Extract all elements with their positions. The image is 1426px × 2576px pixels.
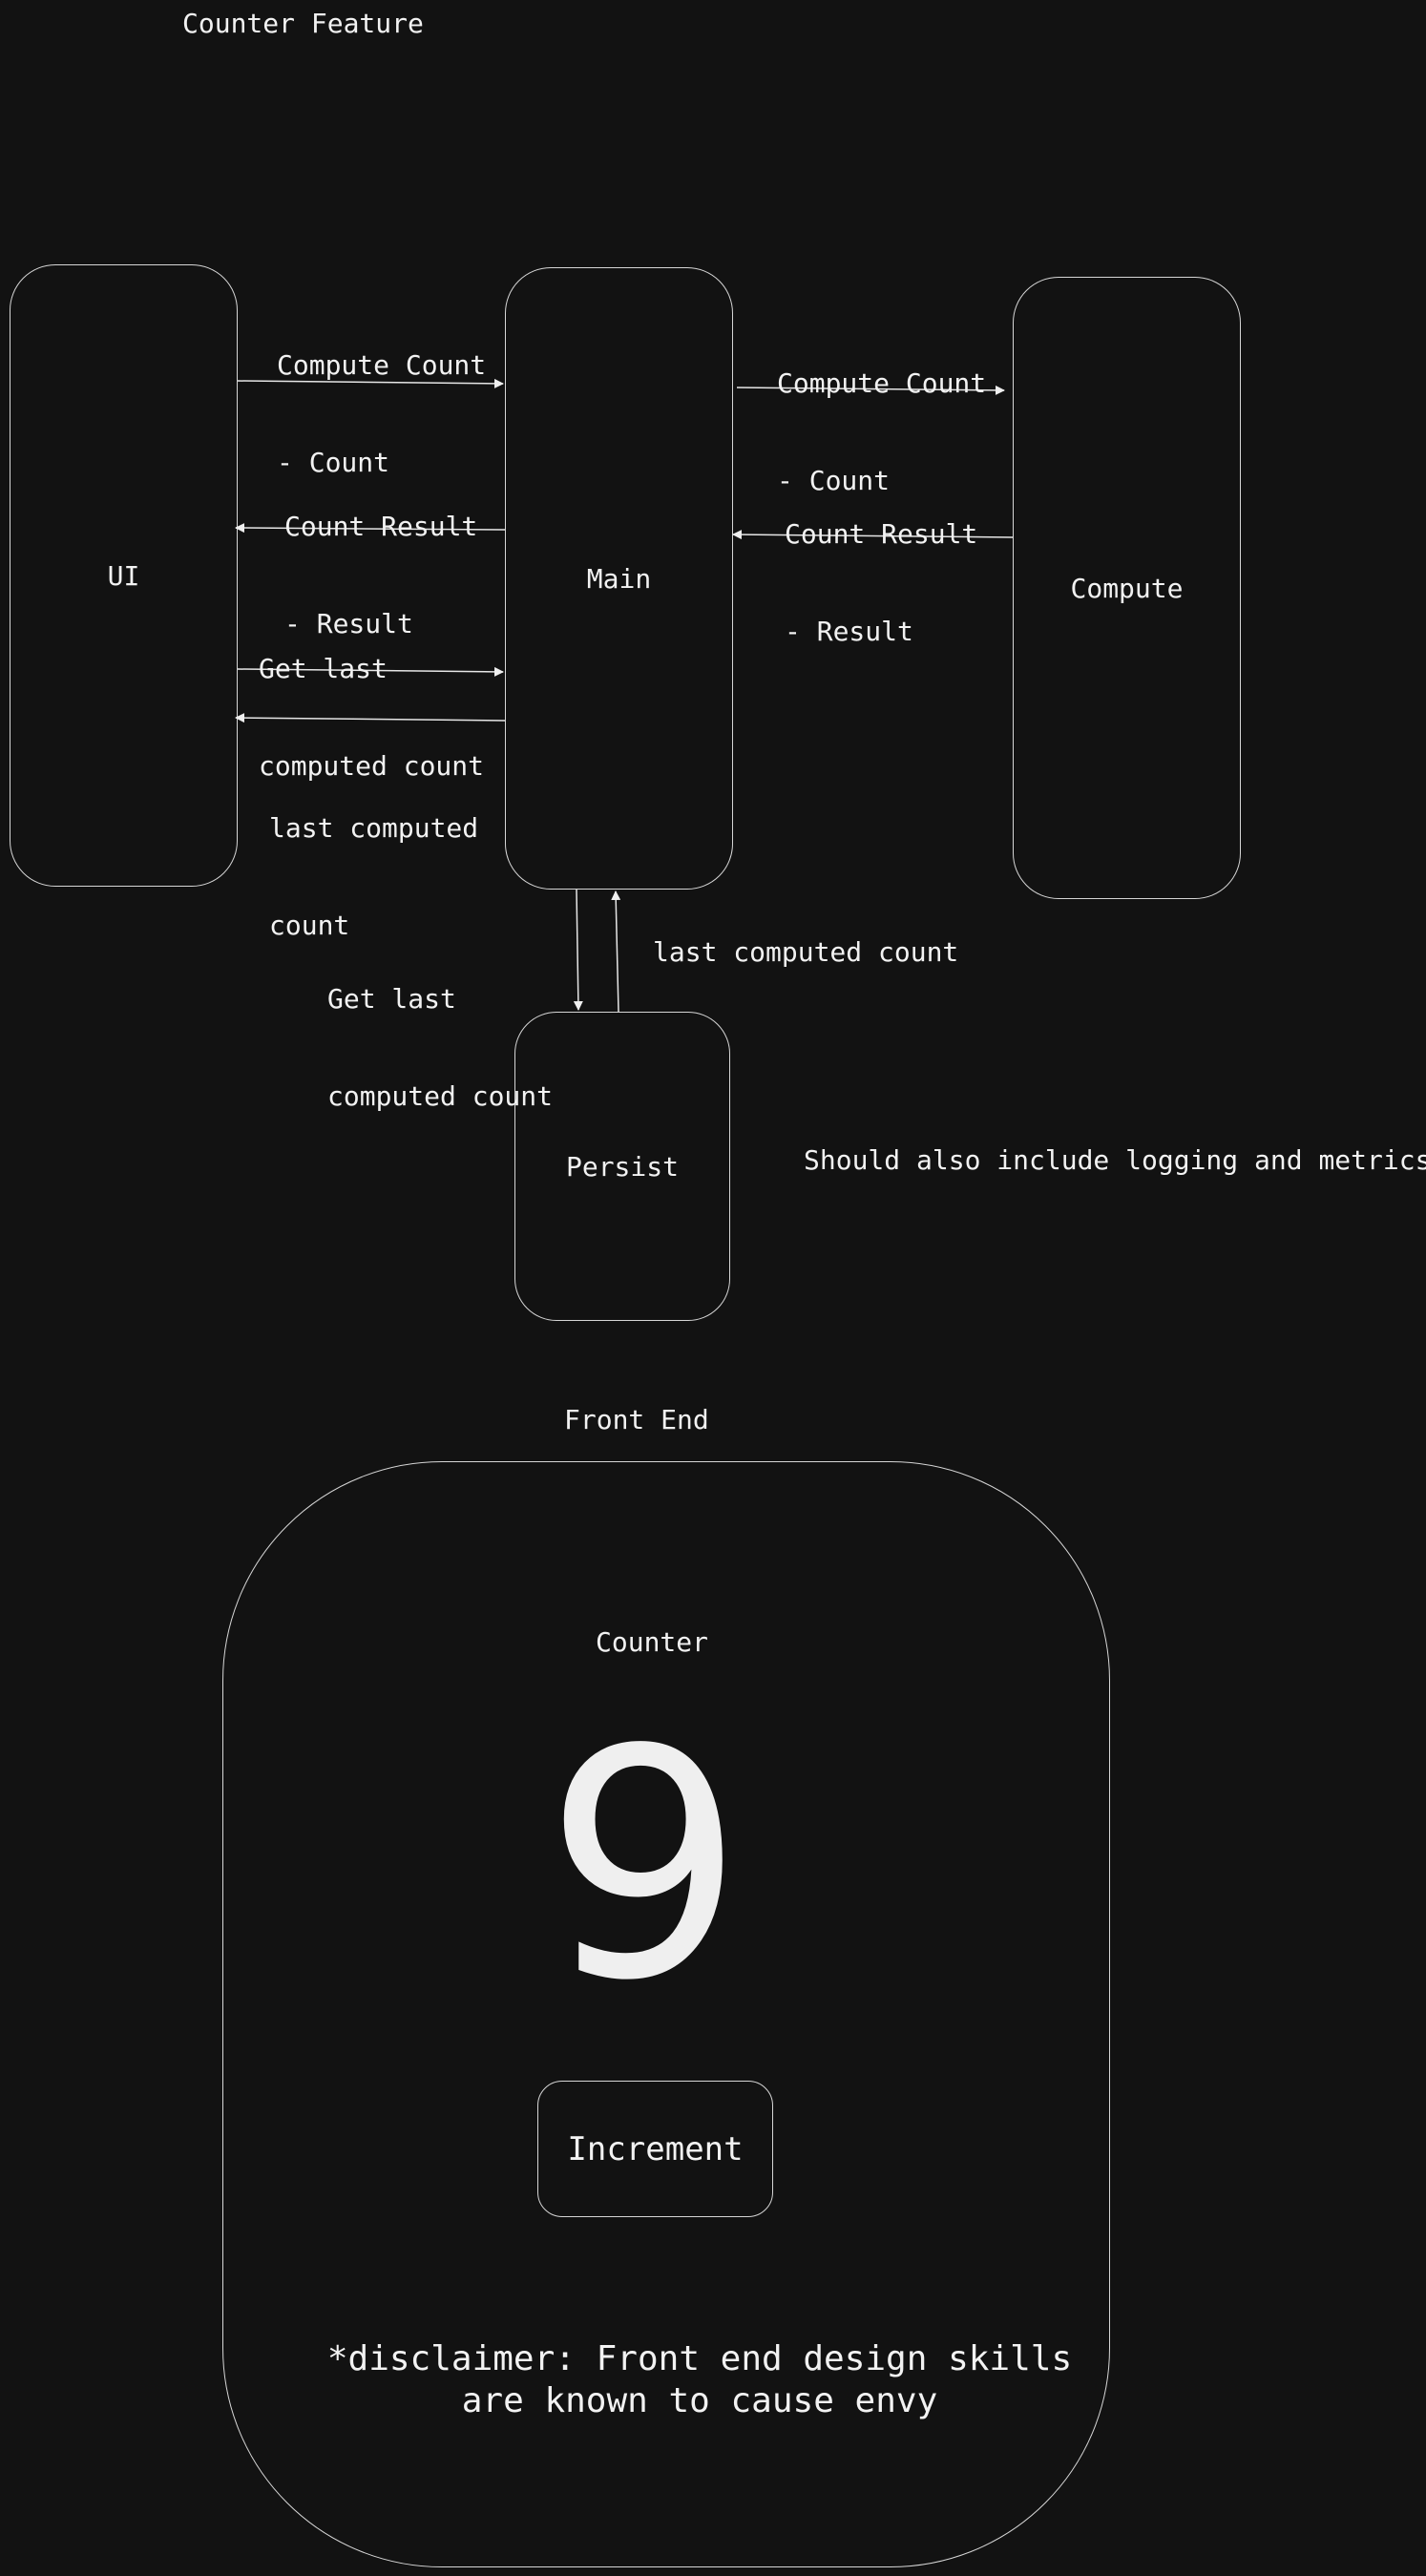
arrow-main-to-compute xyxy=(736,385,1005,395)
node-ui[interactable]: UI xyxy=(10,264,238,887)
edge-label-line: Compute Count xyxy=(277,349,487,381)
arrow-ui-to-main-compute xyxy=(237,378,504,388)
edge-label-line: - Result xyxy=(284,608,413,639)
arrow-persist-to-main xyxy=(611,890,621,1013)
edge-label-main-to-compute: Compute Count - Count xyxy=(777,303,986,530)
edge-label-line: last computed xyxy=(269,812,479,844)
edge-label-line: - Result xyxy=(785,616,913,647)
arrow-main-to-ui-result xyxy=(235,523,506,534)
diagram-title: Counter Feature xyxy=(182,8,424,39)
edge-label-line: - Count xyxy=(277,447,390,478)
disclaimer-line: *disclaimer: Front end design skills xyxy=(326,2339,1073,2378)
edge-label-line: computed count xyxy=(259,750,485,782)
edge-label-line: Get last xyxy=(327,983,456,1015)
node-main-label: Main xyxy=(586,562,652,595)
node-persist[interactable]: Persist xyxy=(514,1012,730,1321)
edge-label-persist-to-main: last computed count xyxy=(653,936,959,968)
edge-label-main-to-ui-last: last computed count xyxy=(269,747,478,974)
arrow-main-to-ui-last xyxy=(235,713,506,723)
edge-label-main-to-persist: Get last computed count xyxy=(327,918,553,1145)
edge-label-line: Compute Count xyxy=(777,367,987,399)
frontend-card xyxy=(222,1461,1110,2567)
node-ui-label: UI xyxy=(107,559,140,592)
edge-label-line: Count Result xyxy=(785,518,978,550)
frontend-section-title: Front End xyxy=(564,1404,709,1435)
arrow-main-to-persist xyxy=(573,889,583,1011)
arrow-compute-to-main xyxy=(732,530,1014,540)
node-compute[interactable]: Compute xyxy=(1013,277,1241,899)
disclaimer-text: *disclaimer: Front end design skills are… xyxy=(270,2338,1129,2422)
node-persist-label: Persist xyxy=(565,1150,679,1183)
edge-label-line: count xyxy=(269,910,350,941)
counter-value: 9 xyxy=(544,1683,744,2049)
arrow-ui-to-main-get-last xyxy=(237,666,504,677)
edge-label-line: computed count xyxy=(327,1080,554,1112)
counter-title: Counter xyxy=(596,1626,709,1658)
disclaimer-line: are known to cause envy xyxy=(461,2381,938,2420)
node-main[interactable]: Main xyxy=(505,267,733,890)
edge-label-compute-to-main: Count Result - Result xyxy=(785,453,977,681)
edge-label-line: Count Result xyxy=(284,511,478,542)
edge-label-line: Get last xyxy=(259,653,388,684)
diagram-note: Should also include logging and metrics xyxy=(804,1144,1426,1176)
edge-label-line: - Count xyxy=(777,465,891,496)
increment-button[interactable]: Increment xyxy=(537,2081,773,2217)
edge-label-ui-to-main-get-last: Get last computed count xyxy=(259,588,484,815)
node-compute-label: Compute xyxy=(1070,572,1184,604)
edge-label-main-to-ui-result: Count Result - Result xyxy=(284,446,477,673)
edge-label-ui-to-main-compute: Compute Count - Count xyxy=(277,284,486,512)
